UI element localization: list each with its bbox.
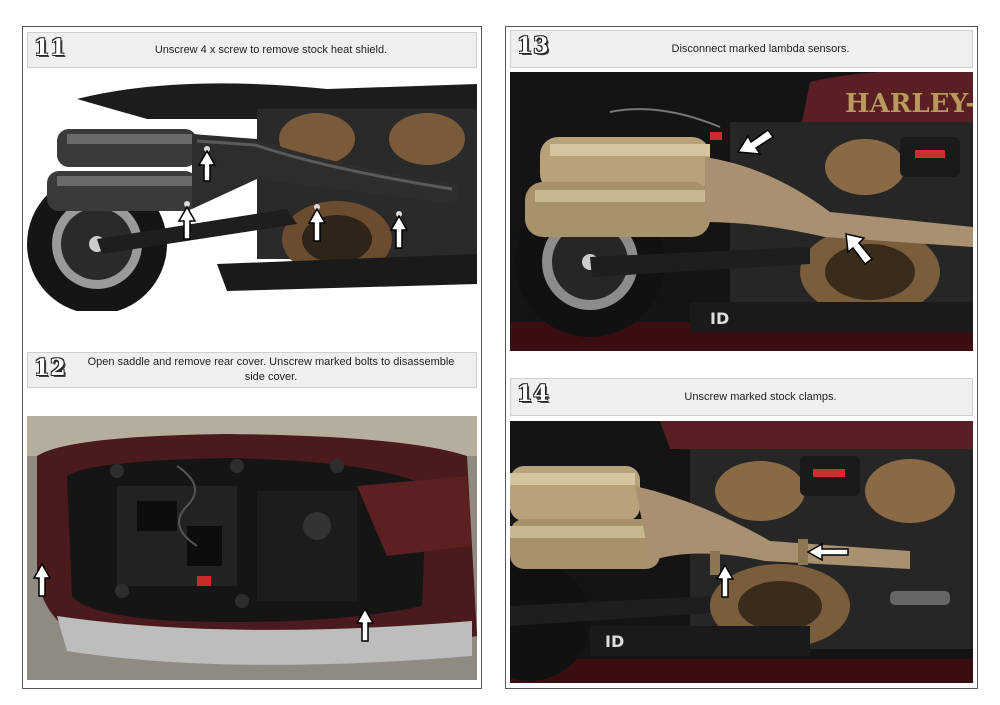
arrow-up-icon (715, 563, 735, 598)
panel-mark-text: ID (605, 632, 624, 651)
instruction-page-left: 11 Unscrew 4 x screw to remove stock hea… (22, 26, 482, 689)
arrow-up-icon (177, 205, 197, 240)
step-12-photo (27, 416, 477, 680)
arrow-up-icon (32, 562, 52, 597)
exhaust-gold-photo: HARLEY-DAVIDSON ID (510, 72, 973, 351)
step-12-header: 12 Open saddle and remove rear cover. Un… (27, 352, 477, 388)
arrow-diagonal-icon (736, 128, 775, 155)
step-instruction: Disconnect marked lambda sensors. (671, 42, 850, 55)
exhaust-black-photo (27, 79, 477, 311)
step-number: 14 (517, 381, 550, 407)
arrow-up-icon (389, 214, 409, 249)
step-11-header: 11 Unscrew 4 x screw to remove stock hea… (27, 32, 477, 68)
tank-brand-text: HARLEY-DAVIDSON (845, 89, 973, 119)
instruction-page-right: 13 Disconnect marked lambda sensors. HAR… (505, 26, 978, 689)
step-13-photo: HARLEY-DAVIDSON ID (510, 72, 973, 351)
step-14-photo: ID (510, 421, 973, 683)
arrow-up-icon (197, 149, 217, 182)
step-14-header: 14 Unscrew marked stock clamps. (510, 378, 973, 416)
step-instruction: Unscrew 4 x screw to remove stock heat s… (154, 43, 388, 56)
arrow-up-icon (307, 207, 327, 242)
step-instruction: Open saddle and remove rear cover. Unscr… (87, 356, 455, 383)
arrow-diagonal-icon (845, 233, 874, 266)
step-number: 11 (34, 35, 67, 61)
under-seat-photo (27, 416, 477, 680)
step-instruction: Unscrew marked stock clamps. (684, 390, 837, 403)
step-11-photo (27, 79, 477, 311)
step-number: 12 (34, 355, 67, 381)
arrow-up-icon (355, 607, 375, 642)
panel-mark-text: ID (710, 309, 729, 328)
exhaust-clamps-photo: ID (510, 421, 973, 683)
step-number: 13 (517, 33, 550, 59)
arrow-left-icon (806, 542, 849, 562)
step-13-header: 13 Disconnect marked lambda sensors. (510, 30, 973, 68)
